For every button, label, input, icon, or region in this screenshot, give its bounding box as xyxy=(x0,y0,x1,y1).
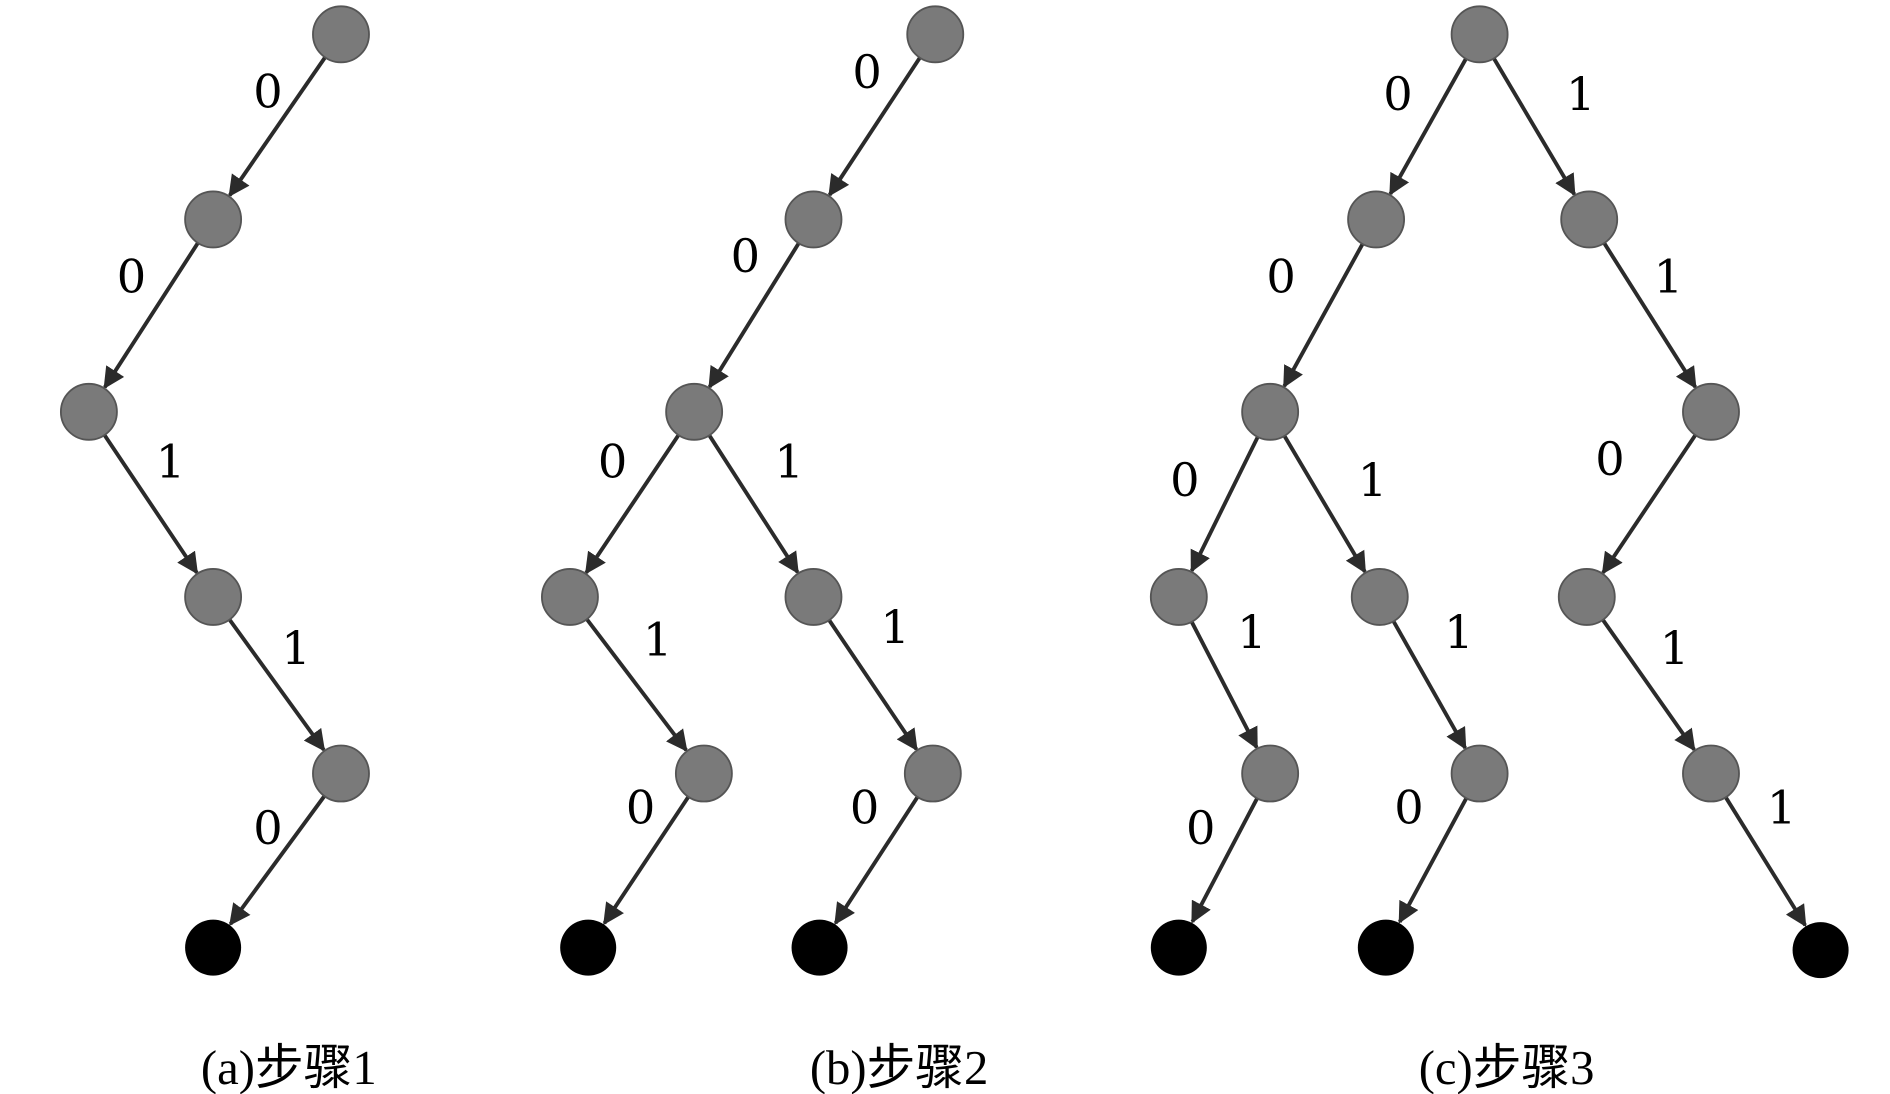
edge-arrow xyxy=(103,241,200,390)
edge-arrow xyxy=(602,795,691,926)
leaf-node xyxy=(1792,922,1849,979)
leaf-node xyxy=(185,919,242,976)
edge-label: 0 xyxy=(1266,249,1295,303)
edge-label: 0 xyxy=(731,229,760,283)
tree-node xyxy=(59,382,118,441)
edge-arrow xyxy=(707,242,801,389)
tree-node xyxy=(1241,382,1300,441)
tree-node xyxy=(1560,190,1619,249)
edge-label: 0 xyxy=(852,45,881,99)
edge-label: 1 xyxy=(1237,605,1266,659)
tree-node xyxy=(312,744,370,803)
edge-label: 1 xyxy=(1358,453,1387,507)
edge-label: 0 xyxy=(253,801,282,855)
edge-arrow xyxy=(827,619,919,752)
tree-node xyxy=(541,568,599,626)
edge-label: 0 xyxy=(850,780,879,834)
edge-label: 1 xyxy=(1660,621,1689,675)
tree-node xyxy=(1450,744,1509,803)
edge-arrow xyxy=(1601,618,1696,752)
edge-arrow xyxy=(1397,797,1469,924)
edge-arrow xyxy=(1388,57,1468,196)
tree-node xyxy=(665,382,724,441)
edge-arrow xyxy=(1724,796,1807,928)
edge-arrow xyxy=(1189,620,1259,750)
edge-label: 0 xyxy=(117,249,146,303)
edge-label: 0 xyxy=(253,64,282,118)
edge-label: 1 xyxy=(156,435,185,489)
edge-label: 0 xyxy=(626,780,655,834)
edge-arrow xyxy=(707,434,800,575)
edge-arrow xyxy=(1601,433,1697,575)
edge-label: 1 xyxy=(643,612,672,666)
caption-b: (b)步骤2 xyxy=(810,1041,989,1094)
leaf-node xyxy=(1150,919,1207,976)
edge-arrow xyxy=(1190,797,1259,924)
edge-label: 1 xyxy=(1566,67,1595,121)
tree-node xyxy=(1450,5,1509,64)
edge-label: 1 xyxy=(1654,249,1683,303)
leaf-node xyxy=(560,919,617,976)
edge-arrow xyxy=(228,56,327,198)
tree-node xyxy=(903,744,962,803)
edge-arrow xyxy=(585,618,688,752)
edge-label: 1 xyxy=(774,435,803,489)
tree-node xyxy=(184,568,243,626)
leaf-node xyxy=(791,919,848,976)
tree-node xyxy=(674,744,733,803)
caption-c: (c)步骤3 xyxy=(1419,1041,1595,1094)
edge-arrow xyxy=(227,618,326,752)
edge-label: 1 xyxy=(880,600,909,654)
edge-label: 0 xyxy=(1186,801,1215,855)
edge-arrow xyxy=(833,795,920,925)
edge-arrow xyxy=(1391,620,1467,750)
caption-a: (a)步骤1 xyxy=(201,1041,377,1094)
tree-node xyxy=(784,568,843,626)
tree-node xyxy=(312,5,370,64)
leaf-node xyxy=(1357,919,1414,976)
edge-arrow xyxy=(827,56,922,197)
edge-label: 0 xyxy=(1170,453,1199,507)
edge-arrow xyxy=(1189,436,1260,573)
edge-arrow xyxy=(1282,243,1365,389)
edge-arrow xyxy=(1492,57,1576,197)
edge-label: 0 xyxy=(598,435,627,489)
tree-node xyxy=(1682,382,1740,441)
edge-label: 1 xyxy=(281,621,310,675)
tree-node xyxy=(1149,568,1208,626)
edge-label: 0 xyxy=(1394,780,1423,834)
tree-node xyxy=(184,190,243,249)
tree-node xyxy=(1350,568,1409,626)
edge-arrow xyxy=(584,433,681,575)
tree-node xyxy=(906,5,965,64)
edge-arrow xyxy=(1602,242,1698,389)
edge-arrow xyxy=(102,433,199,575)
edge-arrow xyxy=(1282,434,1367,574)
tree-node xyxy=(1682,744,1740,803)
edge-label: 0 xyxy=(1383,67,1412,121)
tree-node xyxy=(784,190,843,249)
edge-label: 1 xyxy=(1767,780,1796,834)
tree-node xyxy=(1557,568,1616,626)
tree-node xyxy=(1347,190,1406,249)
edge-label: 0 xyxy=(1595,432,1624,486)
edge-label: 1 xyxy=(1444,605,1473,659)
edge-arrow xyxy=(228,794,326,926)
tree-node xyxy=(1241,744,1300,803)
